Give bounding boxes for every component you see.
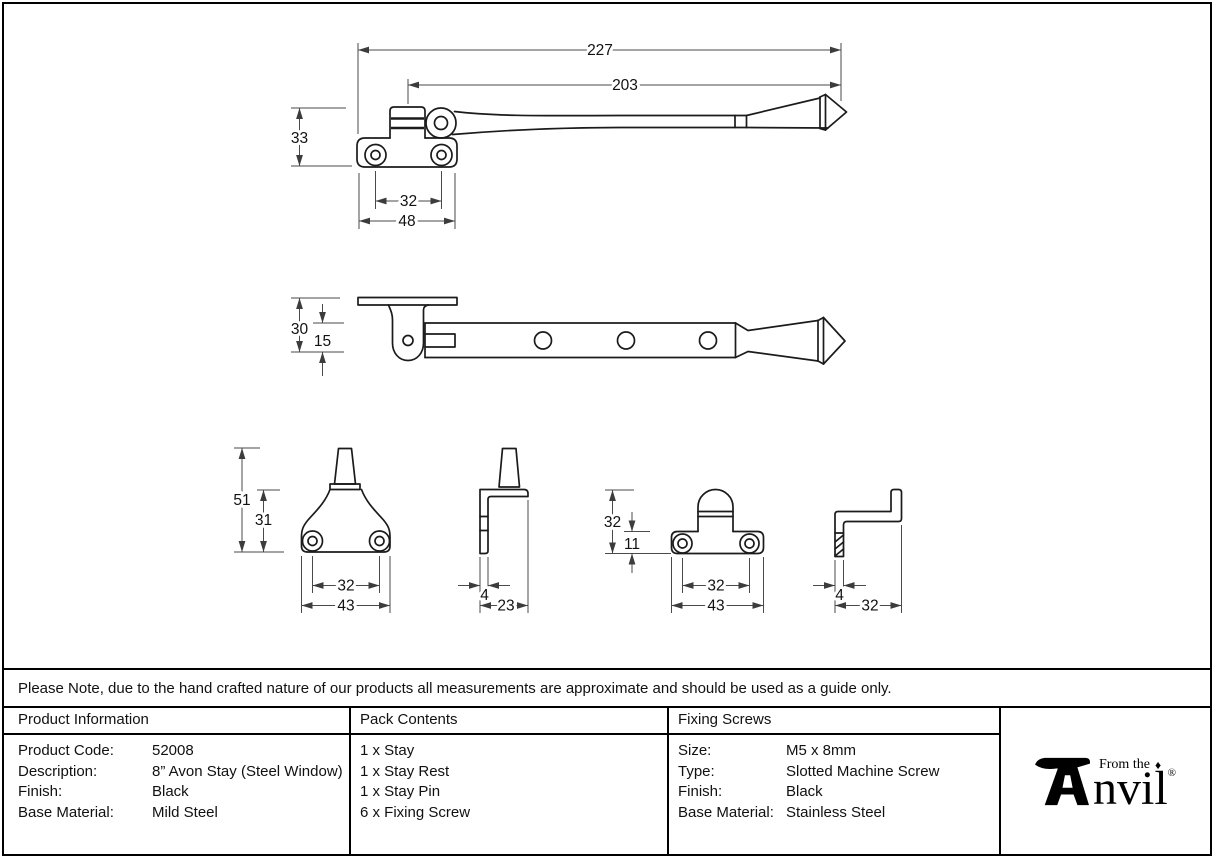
pack-contents-body: 1 x Stay 1 x Stay Rest 1 x Stay Pin 6 x …	[349, 735, 667, 854]
row-value: Black	[152, 783, 189, 801]
row-label: Base Material:	[18, 803, 114, 821]
dim-arm-length: 203	[612, 77, 638, 94]
table-row: Product Code: 52008	[18, 741, 349, 762]
row-value: Slotted Machine Screw	[786, 762, 940, 780]
list-item: 6 x Fixing Screw	[360, 803, 471, 821]
row-label: Finish:	[18, 783, 63, 801]
table-row: Finish: Black	[678, 782, 999, 803]
table-row: Finish: Black	[18, 782, 349, 803]
disclaimer-note: Please Note, due to the hand crafted nat…	[18, 679, 892, 697]
dim-rest-height: 30	[291, 321, 309, 338]
brand-logo-cell: From the ♦ nvil ®	[999, 708, 1210, 854]
stay-pin-front-view: 51 31 32 43	[230, 447, 391, 618]
pack-contents-header-label: Pack Contents	[360, 711, 458, 728]
dim-pin-thickness: 4	[480, 587, 489, 604]
spec-table: Product Information Pack Contents Fixing…	[4, 708, 1210, 854]
diamond-icon: ♦	[1154, 757, 1162, 772]
row-label: Description:	[18, 762, 98, 780]
dim-overall-length: 227	[587, 42, 613, 59]
dim-rest-base-width: 43	[707, 598, 724, 615]
table-row: Type: Slotted Machine Screw	[678, 762, 999, 783]
dim-base-width: 48	[398, 213, 415, 230]
table-row: Size: M5 x 8mm	[678, 741, 999, 762]
dim-pin-overall-height: 51	[233, 492, 250, 509]
row-label: Base Material:	[678, 803, 774, 821]
dim-pin-body-height: 31	[255, 512, 272, 529]
dim-arm-offset: 15	[314, 333, 331, 350]
row-value: Mild Steel	[152, 803, 218, 821]
row-value: 52008	[152, 742, 194, 759]
row-label: Finish:	[678, 783, 723, 801]
product-information-header-label: Product Information	[18, 711, 149, 728]
list-item: 1 x Stay Rest	[360, 762, 450, 780]
note-bar: Please Note, due to the hand crafted nat…	[4, 668, 1210, 708]
pack-contents-header: Pack Contents	[349, 708, 667, 735]
dim-pin-depth: 23	[497, 598, 514, 615]
row-label: Product Code:	[18, 742, 114, 759]
list-item: 1 x Stay	[360, 742, 415, 759]
logo-tagline-row: From the ♦	[1099, 757, 1161, 773]
stay-plan-view: 227 203 33 32 48	[288, 39, 848, 233]
technical-drawing: 227 203 33 32 48	[4, 4, 1210, 668]
product-information-body: Product Code: 52008 Description: 8” Avon S…	[4, 735, 349, 854]
dim-pin-hole-spacing: 32	[337, 578, 354, 595]
row-label: Size:	[678, 742, 712, 759]
anvil-icon	[1035, 757, 1090, 806]
stay-rest-front-view: 32 11 32 43	[601, 488, 765, 618]
dim-rest-overall-height: 32	[604, 514, 621, 531]
dim-rest-body-height: 11	[624, 536, 640, 553]
from-the-anvil-logo: From the ♦ nvil ®	[1035, 755, 1177, 815]
table-row: Base Material: Stainless Steel	[678, 803, 999, 824]
dim-rest-thickness: 4	[835, 587, 844, 604]
row-value: Black	[786, 783, 823, 801]
row-label: Type:	[678, 762, 715, 780]
fixing-screws-body: Size: M5 x 8mm Type: Slotted Machine Screw…	[667, 735, 999, 854]
product-information-header: Product Information	[4, 708, 349, 735]
stay-side-view: 30 15	[288, 296, 846, 376]
registered-trademark-icon: ®	[1167, 766, 1177, 779]
stay-rest-side-view: 4 32	[813, 488, 903, 618]
logo-text-block: From the ♦ nvil ®	[1092, 757, 1177, 815]
row-value: M5 x 8mm	[786, 742, 857, 759]
stay-pin-side-view: 4 23	[458, 447, 529, 618]
row-value: Stainless Steel	[786, 803, 886, 821]
fixing-screws-header-label: Fixing Screws	[678, 711, 772, 728]
list-item: 1 x Stay Pin	[360, 783, 441, 801]
row-value: 8” Avon Stay (Steel Window)	[152, 762, 343, 780]
logo-brand-suffix: nvil	[1092, 761, 1168, 815]
dim-hole-spacing: 32	[400, 193, 417, 210]
table-row: Description: 8” Avon Stay (Steel Window)	[18, 762, 349, 783]
dim-rest-hole-spacing: 32	[707, 578, 724, 595]
dim-rest-depth: 32	[861, 598, 878, 615]
table-row: Base Material: Mild Steel	[18, 803, 349, 824]
logo-brand-word: nvil ®	[1092, 761, 1177, 815]
fixing-screws-header: Fixing Screws	[667, 708, 999, 735]
dim-bracket-height: 33	[291, 130, 308, 147]
dim-pin-base-width: 43	[337, 598, 354, 615]
logo-tagline: From the	[1098, 756, 1150, 772]
